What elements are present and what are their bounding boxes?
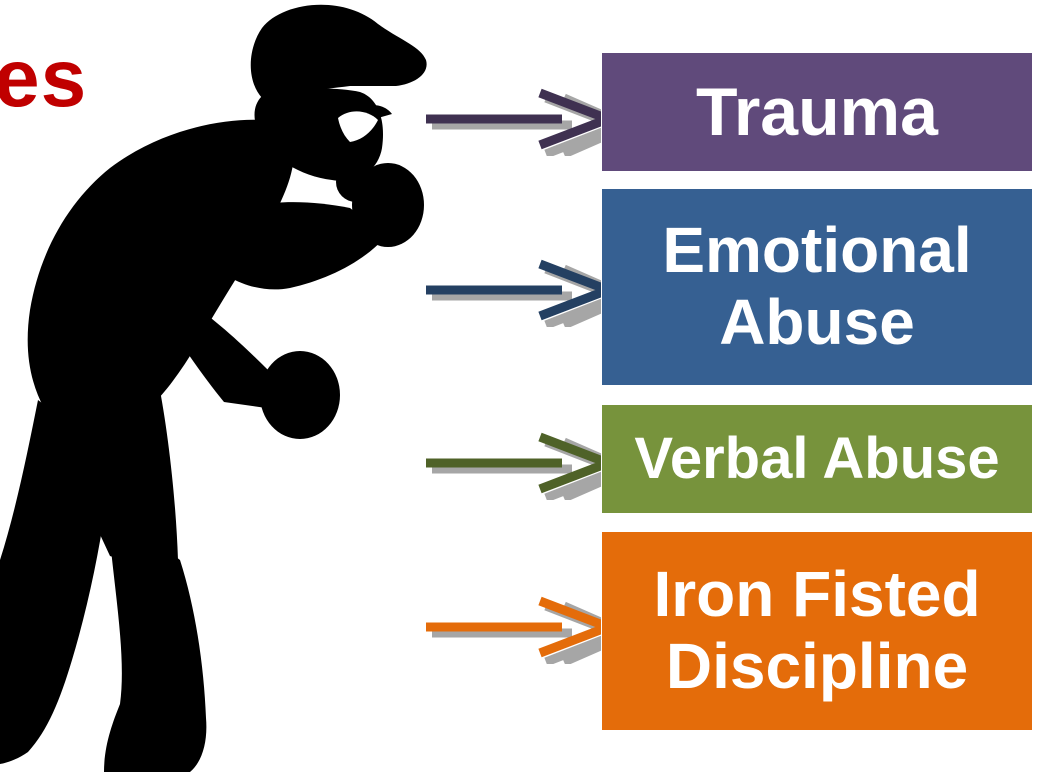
iron-fisted-discipline-label-line1: Iron Fisted bbox=[653, 558, 981, 631]
verbal-abuse-label: Verbal Abuse bbox=[634, 425, 1000, 491]
iron-fisted-discipline-label-line2: Discipline bbox=[665, 630, 969, 702]
emotional-abuse-label-line2: Abuse bbox=[719, 286, 915, 358]
verbal-abuse-box: Verbal Abuse bbox=[601, 404, 1033, 514]
emotional-abuse-label-line1: Emotional bbox=[662, 214, 972, 287]
trauma-box: Trauma bbox=[601, 52, 1033, 172]
slide-title-fragment: es bbox=[0, 33, 88, 124]
cowering-person-icon bbox=[0, 4, 427, 772]
trauma-label: Trauma bbox=[696, 73, 938, 150]
iron-fisted-discipline-box: Iron Fisted Discipline bbox=[601, 531, 1033, 731]
emotional-abuse-box: Emotional Abuse bbox=[601, 188, 1033, 386]
